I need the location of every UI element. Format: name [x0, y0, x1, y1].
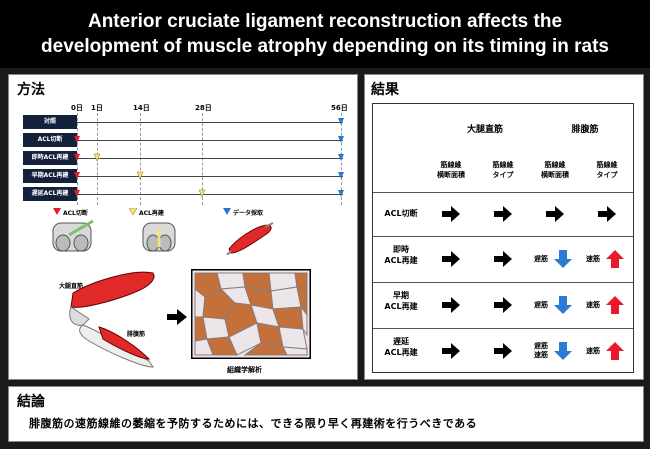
- legend-cut-icon: [53, 208, 61, 215]
- collect-marker: [338, 118, 344, 125]
- legend-collect-icon: [223, 208, 231, 215]
- gastrocnemius-label: 腓腹筋: [127, 331, 146, 338]
- knee-reconstruct-illustration: [142, 222, 176, 252]
- decrease-arrow-icon: [554, 250, 572, 268]
- increase-arrow-icon: [606, 342, 624, 360]
- timeline-line: [77, 158, 343, 159]
- rectus-femoris-label: 大腿直筋: [59, 283, 84, 290]
- group-label-acl-cut: ACL切断: [23, 133, 77, 147]
- collect-marker: [338, 154, 344, 161]
- reconstruct-marker: [136, 171, 144, 180]
- no-change-arrow-icon: [442, 343, 460, 359]
- sub-header: 筋線維横断面積: [541, 161, 569, 179]
- fiber-type-tag: 遅筋速筋: [534, 342, 548, 359]
- cut-marker: [74, 154, 80, 161]
- collect-marker: [338, 136, 344, 143]
- table-divider: [373, 192, 633, 193]
- conclusion-panel: 結論 腓腹筋の速筋線維の萎縮を予防するためには、できる限り早く再建術を行うべきで…: [8, 386, 644, 442]
- tick-label: 28日: [195, 104, 212, 112]
- muscle-sample-illustration: [226, 222, 274, 255]
- group-label-delayed: 遅延ACL再建: [23, 187, 77, 201]
- tick-label: 56日: [331, 104, 348, 112]
- right-arrow-icon: [167, 309, 187, 325]
- no-change-arrow-icon: [442, 251, 460, 267]
- knee-cut-illustration: [52, 219, 94, 252]
- group-label-immediate: 即時ACL再建: [23, 151, 77, 165]
- result-row-label-cut: ACL切断: [384, 209, 418, 218]
- fiber-type-tag: 速筋: [586, 300, 600, 309]
- conclusion-text: 腓腹筋の速筋線維の萎縮を予防するためには、できる限り早く再建術を行うべきである: [29, 417, 478, 430]
- collect-marker: [338, 190, 344, 197]
- legend-reconstruct-icon: [129, 208, 137, 216]
- increase-arrow-icon: [606, 296, 624, 314]
- reconstruct-marker: [198, 189, 206, 198]
- legend-cut-label: ACL切断: [63, 210, 88, 217]
- table-divider: [373, 328, 633, 329]
- results-heading: 結果: [371, 82, 399, 98]
- timeline-line: [77, 122, 343, 123]
- no-change-arrow-icon: [442, 297, 460, 313]
- decrease-arrow-icon: [554, 296, 572, 314]
- muscle-header-gastro: 腓腹筋: [571, 125, 599, 135]
- no-change-arrow-icon: [494, 343, 512, 359]
- histology-label: 組織学解析: [227, 366, 262, 374]
- table-divider: [373, 236, 633, 237]
- no-change-arrow-icon: [494, 297, 512, 313]
- cut-marker: [74, 172, 80, 179]
- timeline-line: [77, 140, 343, 141]
- results-table: 大腿直筋 腓腹筋 筋線維横断面積 筋線維タイプ 筋線維横断面積 筋線維タイプ A…: [372, 103, 634, 373]
- title-line-1: Anterior cruciate ligament reconstructio…: [87, 11, 563, 32]
- sub-header: 筋線維タイプ: [596, 161, 618, 179]
- group-label-control: 対照: [23, 115, 77, 129]
- fiber-type-tag: 速筋: [586, 346, 600, 355]
- timeline-day-marker: [202, 113, 203, 205]
- tick-label: 0日: [71, 104, 83, 112]
- legend-collect-label: データ採取: [233, 210, 264, 217]
- title-banner: Anterior cruciate ligament reconstructio…: [0, 0, 650, 68]
- no-change-arrow-icon: [546, 206, 564, 222]
- methods-panel: 方法 0日 1日 14日 28日 56日 対照 ACL切断 即時ACL再建 早期…: [8, 74, 358, 380]
- leg-muscle-illustration: [69, 271, 155, 368]
- sub-header: 筋線維横断面積: [437, 161, 465, 179]
- histology-image: [191, 269, 311, 359]
- tick-label: 1日: [91, 104, 103, 112]
- conclusion-heading: 結論: [17, 394, 45, 410]
- timeline-line: [77, 194, 343, 195]
- results-panel: 結果: [364, 74, 644, 380]
- result-arrows: 遅筋速筋遅筋速筋遅筋速筋速筋: [373, 104, 633, 372]
- title-line-2: development of muscle atrophy depending …: [41, 36, 609, 57]
- tick-label: 14日: [133, 104, 150, 112]
- group-label-early: 早期ACL再建: [23, 169, 77, 183]
- timeline-line: [77, 176, 343, 177]
- no-change-arrow-icon: [494, 251, 512, 267]
- increase-arrow-icon: [606, 250, 624, 268]
- fiber-type-tag: 遅筋: [534, 254, 548, 263]
- no-change-arrow-icon: [494, 206, 512, 222]
- timeline-markers: [74, 118, 344, 198]
- cut-marker: [74, 136, 80, 143]
- cut-marker: [74, 190, 80, 197]
- methods-heading: 方法: [17, 82, 45, 98]
- table-divider: [373, 282, 633, 283]
- no-change-arrow-icon: [442, 206, 460, 222]
- sub-header: 筋線維タイプ: [492, 161, 514, 179]
- timeline-day-marker: [140, 113, 141, 205]
- muscle-header-rectus: 大腿直筋: [466, 125, 503, 135]
- decrease-arrow-icon: [554, 342, 572, 360]
- collect-marker: [338, 172, 344, 179]
- no-change-arrow-icon: [598, 206, 616, 222]
- legend-reconstruct-label: ACL再建: [139, 210, 164, 217]
- reconstruct-marker: [93, 153, 101, 162]
- fiber-type-tag: 速筋: [586, 254, 600, 263]
- fiber-type-tag: 遅筋: [534, 300, 548, 309]
